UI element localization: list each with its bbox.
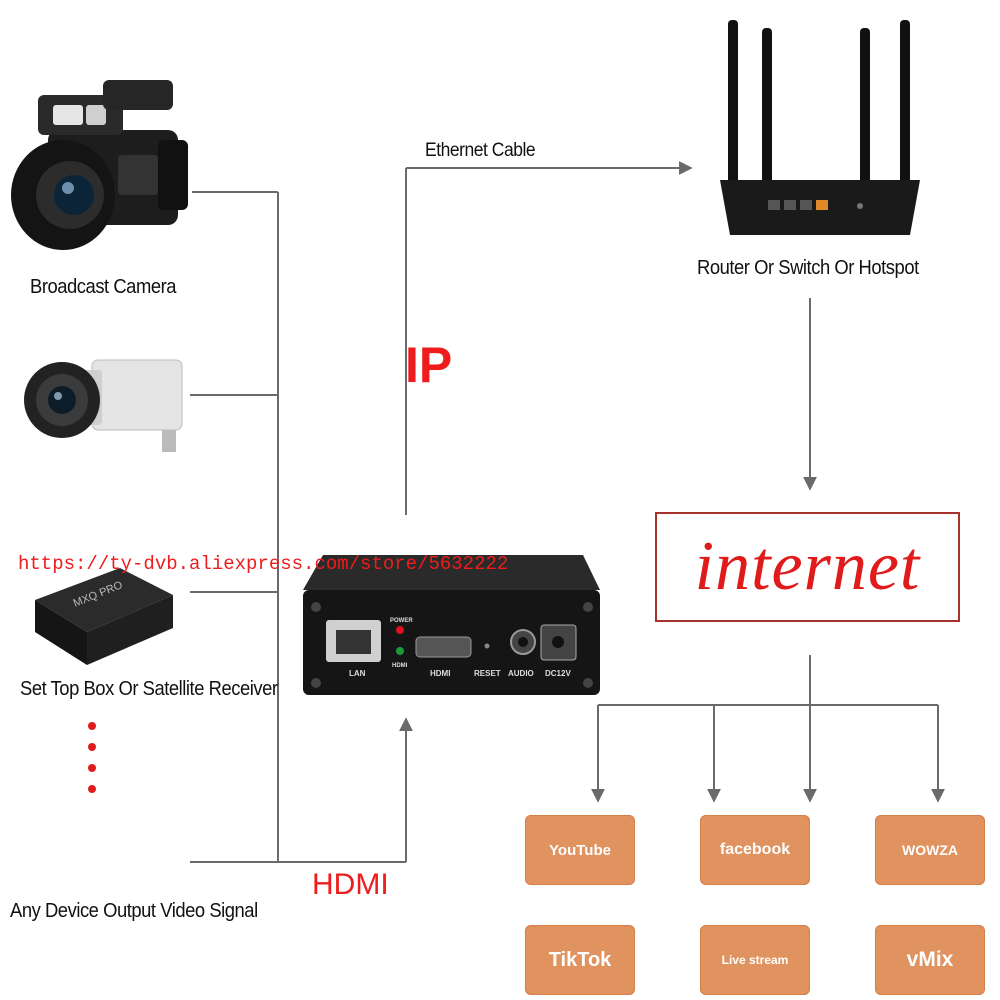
more-devices-dots <box>88 722 96 806</box>
port-reset-label: RESET <box>474 669 501 678</box>
platform-vmix: vMix <box>875 925 985 995</box>
port-lan-label: LAN <box>349 669 366 678</box>
platform-youtube: YouTube <box>525 815 635 885</box>
platform-facebook: facebook <box>700 815 810 885</box>
set-top-box-label: Set Top Box Or Satellite Receiver <box>20 678 278 700</box>
hdmi-label: HDMI <box>312 868 389 901</box>
port-hdmi-label: HDMI <box>430 669 451 678</box>
box-camera-icon <box>24 359 183 452</box>
power-led-label: POWER <box>390 618 413 624</box>
any-device-label: Any Device Output Video Signal <box>10 900 258 922</box>
platform-live-stream: Live stream <box>700 925 810 995</box>
video-encoder-icon <box>303 555 600 695</box>
broadcast-camera-icon <box>11 80 188 250</box>
set-top-box-icon: MXQ PRO <box>35 568 173 665</box>
platform-tiktok: TikTok <box>525 925 635 995</box>
port-dc-label: DC12V <box>545 669 571 678</box>
router-icon <box>720 20 920 235</box>
ip-label: IP <box>405 337 453 393</box>
store-url-watermark: https://ty-dvb.aliexpress.com/store/5632… <box>18 553 509 575</box>
internet-label: internet <box>694 528 921 605</box>
broadcast-camera-label: Broadcast Camera <box>30 276 177 298</box>
hdmi-led-label: HDMI <box>392 663 408 669</box>
ethernet-cable-label: Ethernet Cable <box>425 140 536 161</box>
port-audio-label: AUDIO <box>508 669 534 678</box>
router-label: Router Or Switch Or Hotspot <box>697 257 919 279</box>
platform-wowza: WOWZA <box>875 815 985 885</box>
internet-box: internet <box>655 512 960 622</box>
